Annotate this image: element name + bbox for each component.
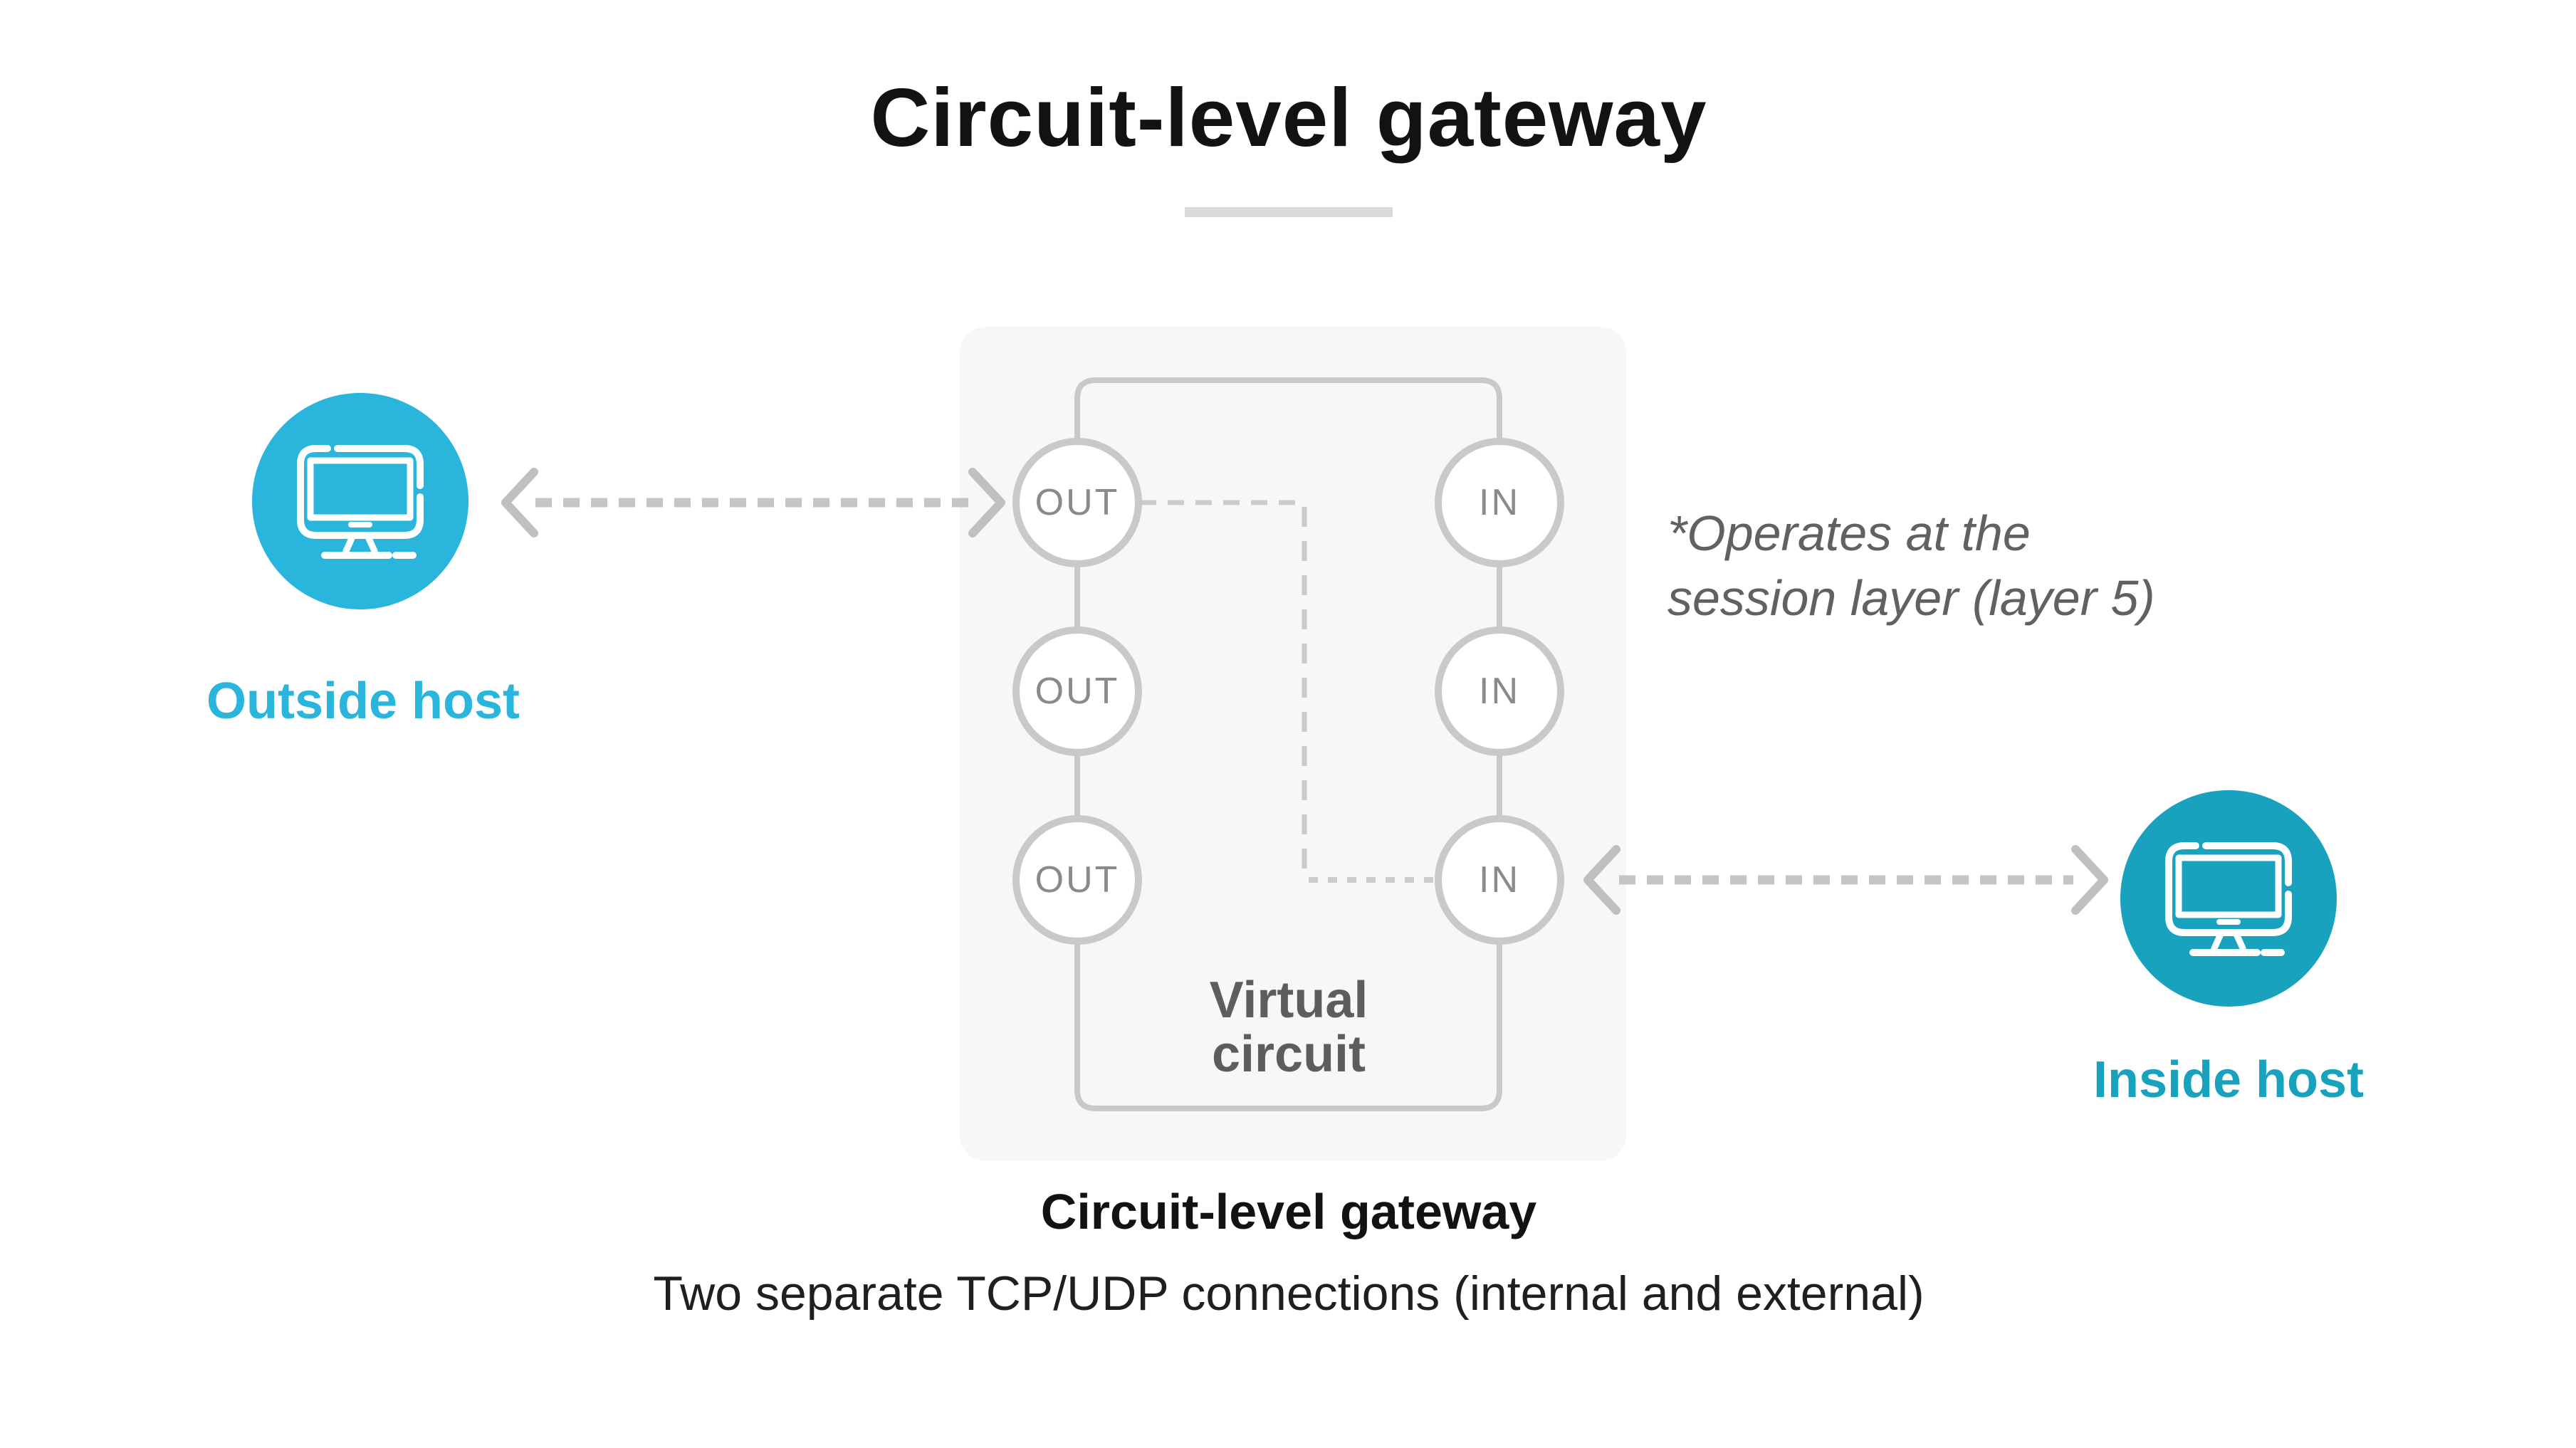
- monitor-icon: [297, 445, 424, 559]
- in-port-1-circle: [1435, 438, 1564, 567]
- out-port-1-circle: [1012, 438, 1142, 567]
- in-port-2-circle: [1435, 626, 1564, 756]
- title-underline: [1185, 207, 1393, 217]
- in-port-3-label: IN: [1479, 859, 1520, 901]
- outside-host: [252, 393, 468, 609]
- session-layer-note: *Operates at the session layer (layer 5): [1667, 501, 2155, 631]
- out-port-2-circle: [1012, 626, 1142, 756]
- in-port-2-label: IN: [1479, 671, 1520, 712]
- inside-host-label: Inside host: [2093, 1051, 2365, 1108]
- circuit-top-rail: [1074, 377, 1502, 441]
- arrow-left-head-icon: [501, 468, 538, 537]
- outside-host-label: Outside host: [206, 673, 520, 730]
- virtual-circuit-line2: circuit: [1211, 1026, 1366, 1083]
- session-layer-note-line2: session layer (layer 5): [1667, 570, 2155, 626]
- external-connection-arrow: [501, 468, 1005, 537]
- caption-subheading: Two separate TCP/UDP connections (intern…: [653, 1266, 1925, 1321]
- inside-host: [2120, 790, 2337, 1007]
- out-port-1-label: OUT: [1035, 482, 1120, 523]
- virtual-circuit-line1: Virtual: [1209, 972, 1368, 1029]
- arrow-right-head-icon: [2071, 845, 2108, 915]
- caption-heading: Circuit-level gateway: [1040, 1184, 1537, 1239]
- arrow-left-head-icon: [1583, 845, 1621, 915]
- page-title: Circuit-level gateway: [870, 71, 1707, 164]
- circuit-bottom-rail: [1074, 941, 1502, 1111]
- session-layer-note-line1: *Operates at the: [1667, 505, 2031, 561]
- out-port-2-label: OUT: [1035, 671, 1120, 712]
- monitor-icon: [2165, 842, 2292, 956]
- out-port-3-circle: [1012, 815, 1142, 945]
- out-port-3-label: OUT: [1035, 859, 1120, 901]
- in-port-3-circle: [1435, 815, 1564, 945]
- virtual-circuit-label: Virtual circuit: [1210, 973, 1368, 1081]
- internal-connection-arrow: [1583, 845, 2108, 915]
- in-port-1-label: IN: [1479, 482, 1520, 523]
- inside-host-circle: [2120, 790, 2337, 1007]
- outside-host-circle: [252, 393, 468, 609]
- arrow-right-head-icon: [968, 468, 1005, 537]
